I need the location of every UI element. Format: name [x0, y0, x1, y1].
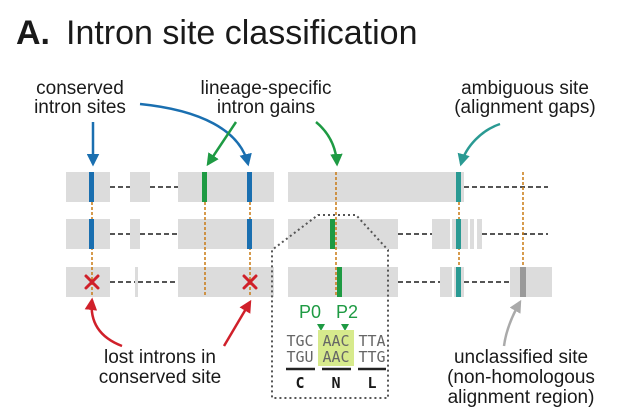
arrow-lineage-2: [315, 121, 343, 167]
arrow-unclassified: [502, 299, 522, 347]
arrow-ambiguous: [457, 122, 501, 167]
label-lineage-line2: intron gains: [217, 97, 315, 118]
seq1-mid: AAC: [322, 332, 349, 350]
lost-intron-cross-icon: [242, 274, 258, 290]
lineage-gain-marker: [330, 219, 335, 249]
arrow-lineage-1: [206, 121, 238, 167]
ambiguous-site-marker: [456, 219, 461, 249]
conserved-intron-marker: [89, 172, 94, 202]
label-lineage-line1: lineage-specific: [201, 78, 332, 99]
phase-arrow-icon: [317, 324, 325, 331]
label-conserved-line2: intron sites: [34, 97, 126, 118]
exon-block: [66, 267, 110, 297]
ambiguous-site-marker: [456, 267, 461, 297]
page-title: Intron site classification: [66, 14, 418, 52]
label-unclassified-line2: (non-homologous: [447, 367, 595, 388]
lineage-gain-marker: [337, 267, 342, 297]
exon-block: [432, 219, 450, 249]
unclassified-site-marker: [520, 267, 526, 297]
exon-block: [178, 267, 274, 297]
amino-acid-l: L: [367, 374, 376, 392]
label-conserved-line1: conserved: [36, 78, 124, 99]
panel-letter: A.: [16, 14, 50, 52]
label-unclassified-line3: alignment region): [448, 387, 595, 408]
seq2-left: TGU: [286, 348, 313, 366]
amino-acid-c: C: [295, 374, 304, 392]
arrow-conserved-2: [139, 102, 252, 167]
exon-block: [440, 267, 452, 297]
sequence-line-2: TGU AAC TTG: [286, 348, 385, 366]
exon-block: [66, 219, 110, 249]
exon-block: [470, 219, 474, 249]
codon-highlight: [318, 330, 354, 366]
label-ambiguous-line2: (alignment gaps): [454, 97, 596, 118]
zoom-inset-outline: [271, 214, 389, 399]
alignment-row-1: [66, 172, 548, 202]
exon-block: [510, 267, 552, 297]
seq2-right: TTG: [358, 348, 385, 366]
label-ambiguous-line1: ambiguous site: [461, 78, 589, 99]
exon-block: [288, 267, 398, 297]
exon-block: [130, 219, 140, 249]
conserved-intron-marker: [89, 219, 94, 249]
label-lost-line1: lost introns in: [104, 347, 216, 368]
sequence-line-1: TGC AAC TTA: [286, 332, 385, 350]
arrow-lost-2: [222, 299, 252, 347]
intron-markers: [89, 172, 526, 297]
lost-intron-cross-icon: [84, 274, 100, 290]
exon-block: [130, 172, 150, 202]
arrow-lost-1: [84, 297, 123, 348]
label-unclassified-line1: unclassified site: [454, 347, 588, 368]
conserved-intron-marker: [247, 172, 252, 202]
amino-acid-n: N: [331, 374, 340, 392]
exon-block: [66, 172, 110, 202]
ambiguous-site-marker: [456, 172, 461, 202]
label-lost-line2: conserved site: [99, 367, 222, 388]
exon-block: [135, 267, 138, 297]
conserved-intron-marker: [247, 219, 252, 249]
callout-arrows: [84, 102, 522, 348]
phase-label-p2: P2: [336, 302, 358, 322]
exon-block: [288, 172, 464, 202]
exon-block: [178, 219, 274, 249]
seq2-mid: AAC: [322, 348, 349, 366]
seq1-left: TGC: [286, 332, 313, 350]
phase-arrow-icon: [341, 324, 349, 331]
phase-label-p0: P0: [299, 302, 321, 322]
exon-block: [178, 172, 274, 202]
seq1-right: TTA: [358, 332, 385, 350]
lineage-gain-marker: [202, 172, 207, 202]
exon-block: [477, 219, 482, 249]
